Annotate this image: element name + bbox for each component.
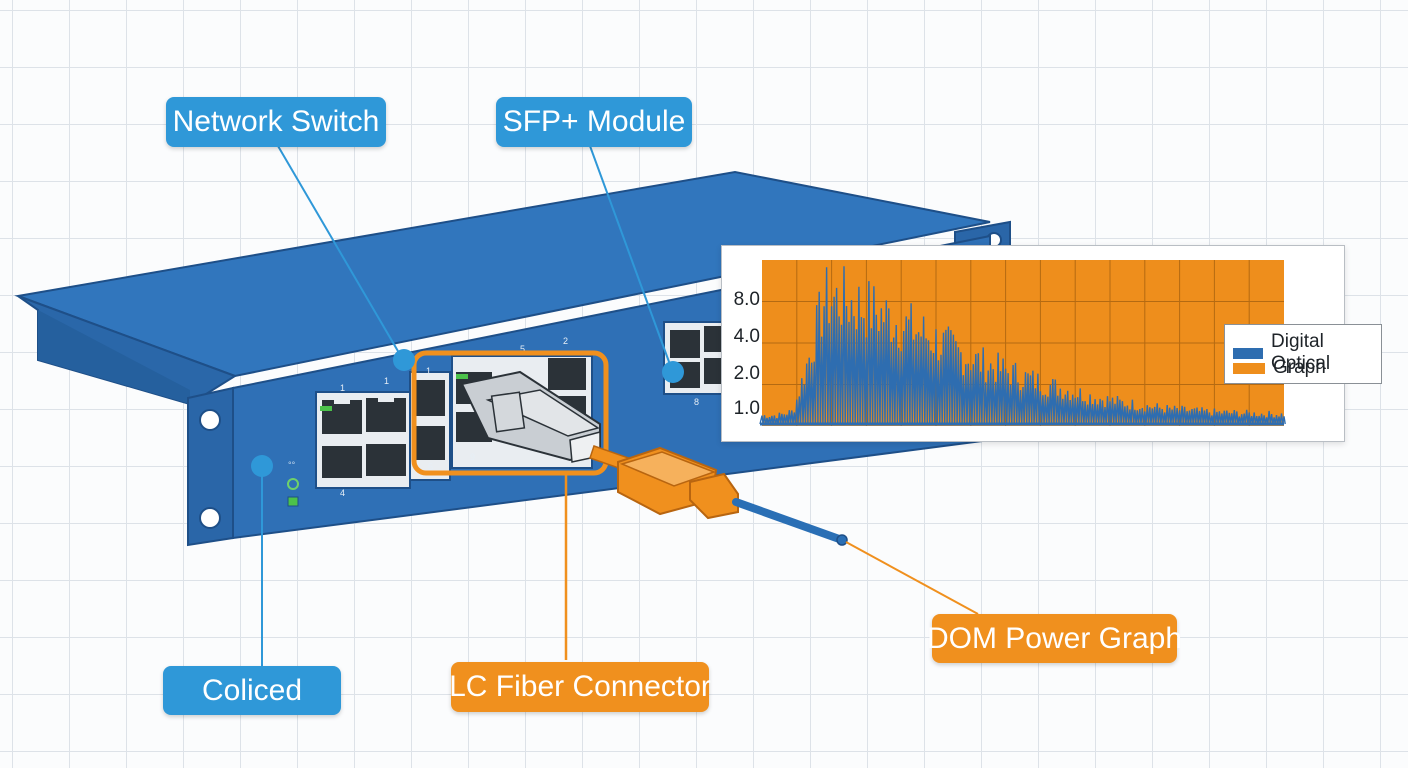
sfp-module xyxy=(460,370,601,463)
port-number: 1 xyxy=(384,376,389,386)
marker-network-switch xyxy=(393,349,415,371)
led-label: °° xyxy=(288,460,296,470)
callout-network-switch: Network Switch xyxy=(166,97,386,147)
rack-ear-hole-top xyxy=(199,409,221,431)
y-tick-label: 4.0 xyxy=(734,326,760,347)
callout-lc-fiber-connector: LC Fiber Connector xyxy=(449,662,711,712)
chart-legend: Digital Optical Graph xyxy=(1224,324,1382,384)
signal-line xyxy=(759,266,1286,425)
rack-ear-hole-bottom xyxy=(199,507,221,529)
marker-sfp-module xyxy=(662,361,684,383)
legend-item-graph: Graph xyxy=(1233,357,1326,379)
y-tick-label: 1.0 xyxy=(734,398,760,419)
dom-power-chart: 8.0 4.0 2.0 1.0 xyxy=(734,260,1286,426)
fiber-cable xyxy=(732,498,846,544)
legend-swatch-blue xyxy=(1233,347,1264,359)
port-number: 8 xyxy=(694,397,699,407)
leader-sfp-module xyxy=(589,145,673,371)
port-number: 1 xyxy=(340,383,345,393)
y-tick-label: 2.0 xyxy=(734,363,760,384)
legend-label-graph: Graph xyxy=(1273,357,1326,378)
callout-dom-power-graph: DOM Power Graph xyxy=(927,614,1182,663)
switch-side-shadow xyxy=(38,310,190,404)
signal-series-digital-optical xyxy=(759,266,1286,426)
legend-item-digital-optical: Digital Optical xyxy=(1233,331,1381,375)
port-number: 5 xyxy=(428,462,433,472)
callout-coliced: Coliced xyxy=(163,666,341,715)
port-number: 9 xyxy=(470,452,475,462)
status-led-ring xyxy=(287,478,299,490)
port-number: 2 xyxy=(563,336,568,346)
dom-power-graph-panel: 8.0 4.0 2.0 1.0 xyxy=(721,245,1345,442)
port-number: 4 xyxy=(384,476,389,486)
port-number: 1 xyxy=(426,366,431,376)
port-block-middle xyxy=(409,371,451,481)
cable-end-point xyxy=(836,534,848,546)
marker-coliced xyxy=(251,455,273,477)
sfp-highlight-box xyxy=(411,350,609,476)
port-number: 5 xyxy=(520,344,525,354)
callout-sfp-module: SFP+ Module xyxy=(496,97,692,147)
port-number: 4 xyxy=(340,488,345,498)
port-block-left xyxy=(315,391,411,489)
legend-label-digital-optical: Digital Optical xyxy=(1271,331,1331,374)
leader-dom-power xyxy=(845,541,979,615)
lc-fiber-connector xyxy=(589,445,739,520)
leader-network-switch xyxy=(277,145,403,359)
y-tick-label: 8.0 xyxy=(734,289,760,310)
legend-swatch-orange xyxy=(1233,362,1265,374)
y-axis-ticks: 8.0 4.0 2.0 1.0 xyxy=(734,289,760,419)
status-led xyxy=(287,496,299,507)
